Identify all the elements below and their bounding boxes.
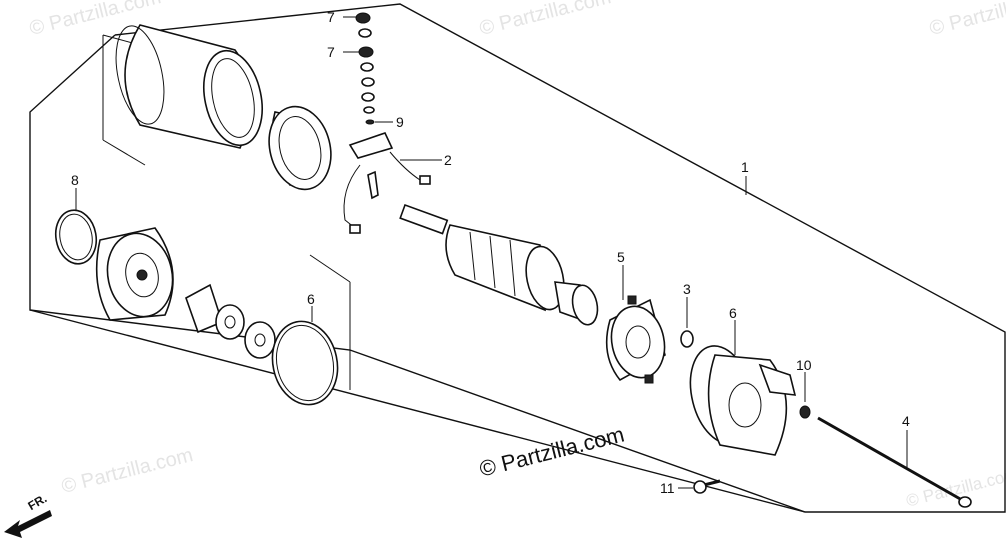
terminal-set (343, 132, 431, 234)
callout-6-rear: 6 (729, 305, 737, 321)
front-direction-arrow (4, 510, 52, 538)
callout-8: 8 (71, 172, 79, 188)
front-bracket (95, 227, 174, 321)
yoke-housing (102, 24, 263, 166)
callout-5: 5 (617, 249, 625, 265)
nut-10 (799, 405, 811, 419)
armature (399, 203, 599, 326)
o-ring-6-front (271, 254, 351, 406)
callout-2: 2 (444, 152, 452, 168)
callout-9: 9 (396, 114, 404, 130)
washer-stack (355, 12, 375, 125)
callout-1: 1 (741, 159, 749, 175)
lock-washers (185, 283, 276, 359)
callout-6-front: 6 (307, 291, 315, 307)
rear-cover (689, 345, 797, 456)
callout-7-lower: 7 (327, 44, 335, 60)
o-ring-8 (54, 209, 98, 265)
callout-3: 3 (683, 281, 691, 297)
callout-10: 10 (796, 357, 812, 373)
magnet-ring (268, 105, 332, 191)
spring-3 (680, 330, 694, 348)
callout-4: 4 (902, 413, 910, 429)
through-bolt-4 (817, 416, 972, 508)
callout-11: 11 (660, 480, 675, 496)
bolt-11 (693, 479, 721, 494)
brush-holder-plate (605, 295, 666, 384)
callout-7-upper: 7 (327, 9, 335, 25)
